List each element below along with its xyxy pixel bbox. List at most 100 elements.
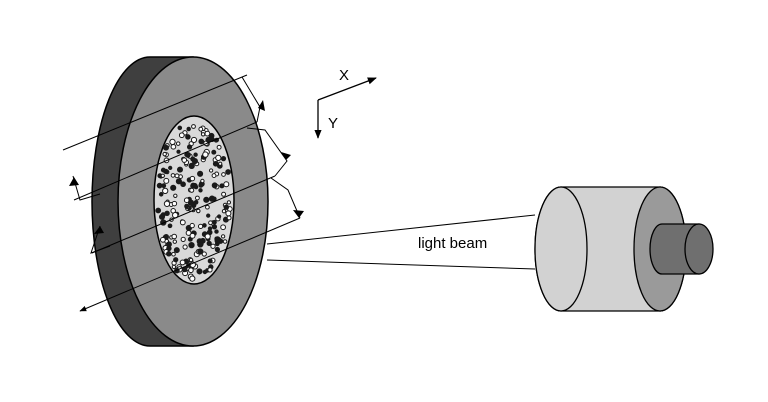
particle (208, 195, 216, 202)
arrowhead-1 (258, 100, 265, 111)
particle (202, 269, 208, 275)
particle (196, 208, 201, 214)
particle (210, 243, 216, 249)
particle (216, 144, 222, 150)
arrowhead-2 (281, 152, 291, 160)
particle (221, 209, 227, 214)
lens-front-face (534, 186, 588, 312)
particle (225, 169, 231, 175)
particle (182, 244, 188, 250)
particle (214, 241, 220, 247)
particle (178, 132, 185, 139)
light-beam (266, 214, 536, 270)
scan-line-2 (73, 121, 258, 201)
particle (221, 191, 227, 197)
particle (221, 172, 226, 177)
beam-label: light beam (418, 235, 487, 252)
scan-turn-3 (270, 177, 301, 219)
particle (158, 192, 164, 197)
particle (163, 144, 169, 151)
particle (197, 223, 204, 230)
particle (214, 246, 221, 253)
particle (212, 219, 217, 225)
particle (197, 248, 204, 255)
particle (171, 200, 178, 207)
particle (189, 175, 196, 182)
particle (173, 193, 178, 199)
particle (170, 173, 176, 178)
particle (159, 236, 166, 243)
particle (211, 149, 217, 155)
particle (202, 223, 207, 228)
particle (186, 126, 191, 132)
particle (220, 156, 227, 162)
particle (175, 178, 182, 185)
particle (211, 173, 217, 179)
particle (206, 240, 212, 247)
scan-turn-2 (246, 127, 288, 177)
particle (205, 204, 210, 210)
beam-edge-bottom (266, 259, 536, 270)
particle (191, 124, 196, 129)
particle (200, 132, 206, 137)
particle (188, 241, 195, 249)
particle (211, 182, 218, 189)
particle (184, 151, 191, 158)
beam-edge-top (266, 214, 536, 245)
particle (175, 141, 181, 146)
y-axis-label: Y (328, 115, 338, 132)
particle (216, 214, 222, 219)
x-axis-arrow (317, 77, 377, 101)
particle (172, 239, 178, 244)
particle (188, 162, 195, 170)
particle (208, 168, 214, 173)
particle (208, 220, 213, 226)
particle (160, 173, 165, 178)
particle (163, 177, 170, 184)
particle (163, 200, 171, 207)
particle (184, 203, 190, 209)
particle (180, 236, 186, 243)
particle (173, 247, 180, 254)
particle (174, 173, 180, 179)
lens-barrel-end (684, 223, 714, 275)
particle (171, 264, 177, 270)
x-axis-label: X (339, 67, 349, 84)
particle (226, 200, 232, 205)
particle (200, 237, 206, 244)
particle (193, 199, 199, 205)
particle (170, 184, 177, 191)
particle (190, 182, 196, 188)
particle (190, 136, 198, 143)
particle (189, 275, 196, 282)
particle (156, 182, 163, 189)
lens-assembly (534, 186, 714, 312)
particle (191, 158, 198, 165)
arrowhead-5 (94, 226, 104, 234)
particle (183, 197, 190, 203)
particle (207, 258, 213, 264)
particle (168, 165, 173, 171)
particle (181, 157, 188, 163)
scan-line-4 (79, 217, 301, 312)
particle (222, 239, 228, 244)
particle (173, 257, 179, 263)
particle (194, 195, 200, 201)
particle (166, 251, 172, 257)
particle (201, 251, 207, 257)
particle (189, 187, 195, 193)
particle (188, 257, 194, 263)
particle (164, 210, 170, 216)
particle (220, 224, 226, 231)
particle (155, 207, 162, 214)
particle (179, 259, 186, 266)
particle (180, 181, 186, 188)
particle (207, 267, 213, 273)
scan-line-3 (91, 175, 276, 254)
particle (177, 125, 183, 131)
particle (198, 138, 205, 145)
particle (161, 183, 167, 189)
particle (186, 144, 193, 150)
particle-field (155, 124, 233, 282)
particle (215, 154, 222, 162)
